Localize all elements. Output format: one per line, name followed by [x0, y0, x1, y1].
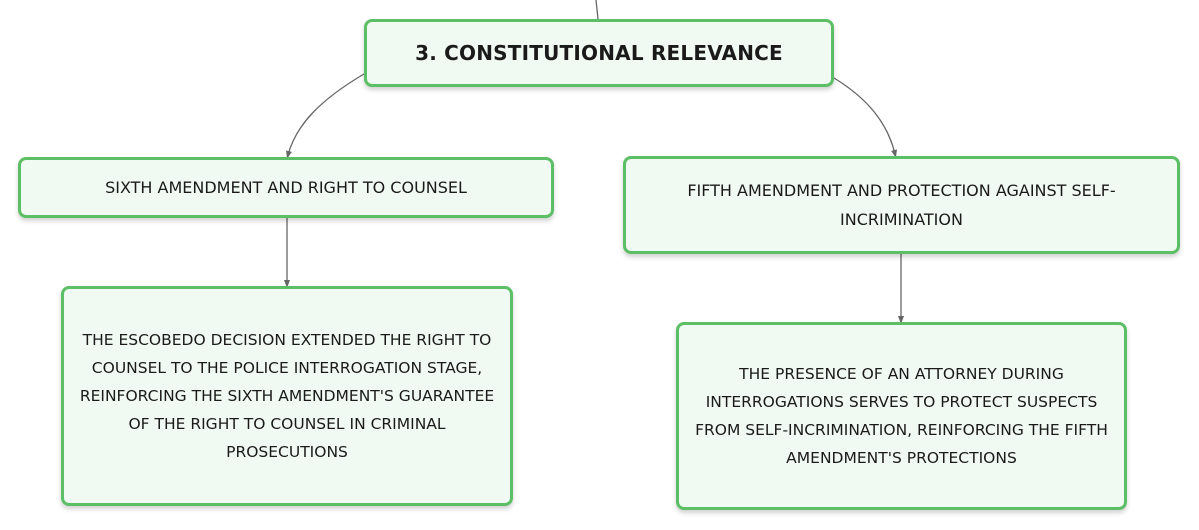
- sixth-amendment-node[interactable]: SIXTH AMENDMENT AND RIGHT TO COUNSEL: [18, 157, 554, 218]
- sixth-amendment-label: SIXTH AMENDMENT AND RIGHT TO COUNSEL: [105, 178, 467, 197]
- connector-root-to-fifth: [833, 77, 897, 158]
- attorney-detail-node[interactable]: THE PRESENCE OF AN ATTORNEY DURING INTER…: [676, 322, 1127, 510]
- escobedo-detail-node[interactable]: THE ESCOBEDO DECISION EXTENDED THE RIGHT…: [61, 286, 513, 506]
- connector-from-parent: [595, 0, 599, 20]
- root-node-label: 3. CONSTITUTIONAL RELEVANCE: [415, 41, 783, 65]
- connector-root-to-sixth: [286, 73, 365, 159]
- escobedo-detail-text: THE ESCOBEDO DECISION EXTENDED THE RIGHT…: [79, 331, 495, 461]
- fifth-amendment-label: FIFTH AMENDMENT AND PROTECTION AGAINST S…: [687, 181, 1116, 229]
- root-node[interactable]: 3. CONSTITUTIONAL RELEVANCE: [364, 19, 834, 87]
- attorney-detail-text: THE PRESENCE OF AN ATTORNEY DURING INTER…: [695, 365, 1108, 467]
- fifth-amendment-node[interactable]: FIFTH AMENDMENT AND PROTECTION AGAINST S…: [623, 156, 1180, 254]
